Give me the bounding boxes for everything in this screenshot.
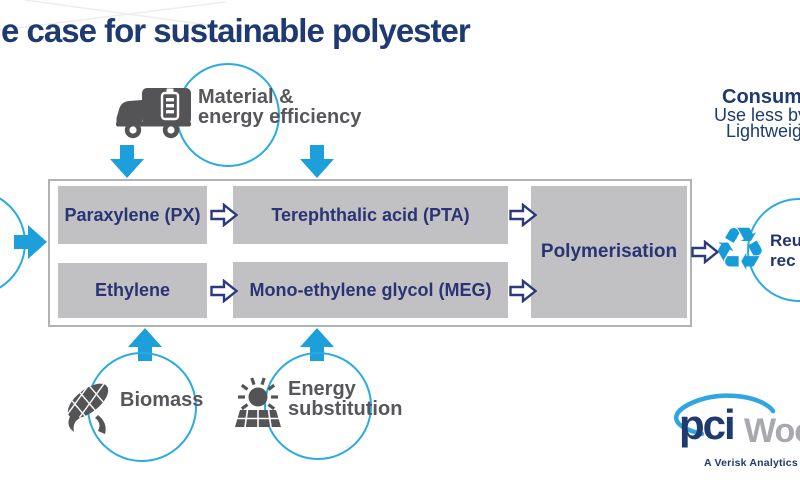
biomass-label: Biomass (120, 389, 204, 411)
logo-pci-text: pci (679, 401, 736, 448)
box-pta: Terephthalic acid (PTA) (233, 186, 508, 244)
energy-substitution-circle (264, 352, 372, 460)
flow-arrow-eth-meg (210, 279, 238, 303)
consumer-line-2: Lightweig (726, 121, 800, 141)
box-polymerisation: Polymerisation (531, 186, 687, 318)
feed-right-arrow (14, 225, 47, 259)
consumer-heading: Consum (722, 86, 800, 108)
box-paraxylene: Paraxylene (PX) (58, 186, 207, 244)
pci-swoosh-icon (674, 393, 776, 437)
box-polymerisation-label: Polymerisation (540, 241, 678, 262)
box-meg-label: Mono-ethylene glycol (MEG) (249, 279, 492, 300)
sun-solar-panel-icon (235, 377, 281, 428)
recycle-icon: ♻ (713, 215, 767, 285)
box-pta-label: Terephthalic acid (PTA) (271, 204, 470, 225)
flow-arrow-pta-poly (509, 203, 537, 227)
material-efficiency-label: Material & energy efficiency (198, 86, 362, 128)
logo-tagline: A Verisk Analytics B (704, 457, 800, 469)
down-arrow-px (110, 145, 144, 178)
consumer-line-1: Use less by (714, 105, 800, 125)
corn-biomass-icon (62, 377, 114, 434)
reuse-recycle-label: Reu rec (770, 231, 800, 270)
box-ethylene: Ethylene (58, 263, 207, 318)
up-arrow-energy (300, 328, 334, 361)
box-ethylene-label: Ethylene (94, 280, 171, 300)
page-title: e case for sustainable polyester (1, 12, 471, 49)
watermark-lines (0, 0, 231, 31)
logo-wood-text: Woo (744, 412, 800, 450)
truck-battery-icon (116, 88, 191, 139)
flow-arrow-poly-out (691, 240, 719, 264)
box-paraxylene-label: Paraxylene (PX) (64, 204, 201, 225)
box-meg: Mono-ethylene glycol (MEG) (233, 262, 508, 318)
flow-arrow-px-pta (210, 203, 238, 227)
up-arrow-biomass (128, 328, 162, 361)
down-arrow-pta (300, 145, 334, 178)
energy-substitution-label: Energy substitution (288, 378, 403, 420)
flow-arrow-meg-poly (509, 279, 537, 303)
